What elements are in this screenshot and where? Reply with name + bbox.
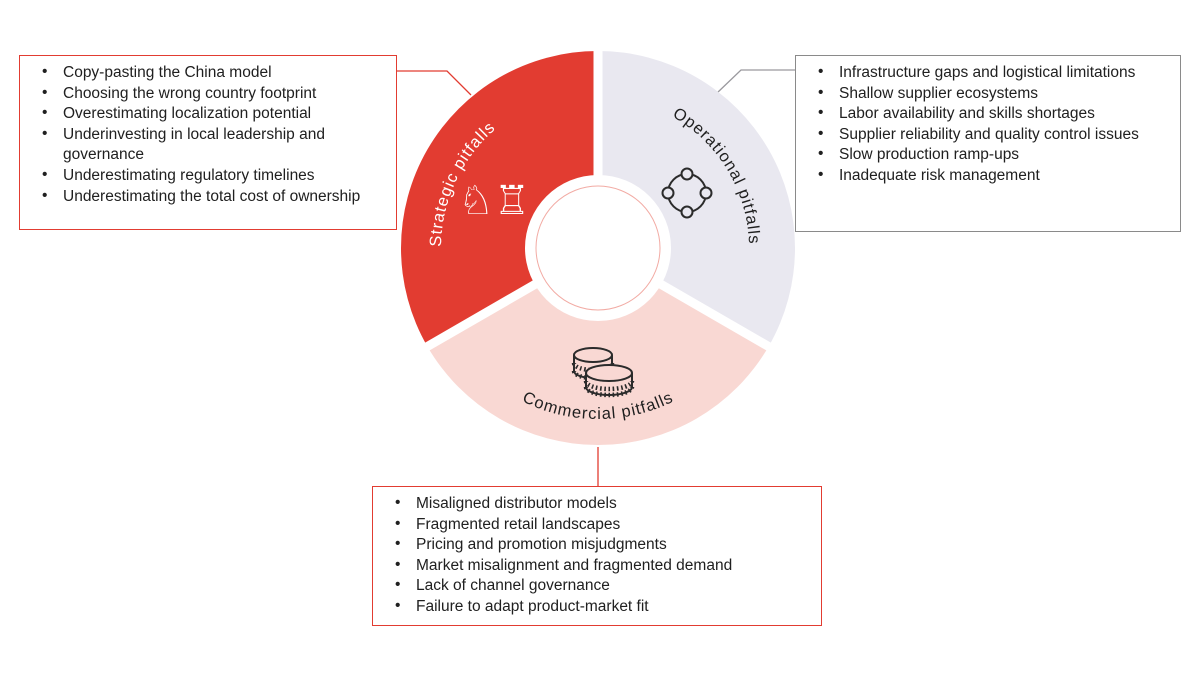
bullet-item: Underinvesting in local leadership and g… (38, 124, 388, 166)
operational-pitfalls-callout: Infrastructure gaps and logistical limit… (795, 55, 1181, 232)
bullet-item: Overestimating localization potential (38, 103, 388, 125)
coin-stack-icon (571, 347, 635, 398)
bullet-item: Market misalignment and fragmented deman… (391, 555, 813, 577)
bullet-item: Underestimating regulatory timelines (38, 165, 388, 187)
donut-segments (400, 48, 796, 446)
commercial-pitfalls-list: Misaligned distributor modelsFragmented … (373, 487, 821, 625)
bullet-item: Pricing and promotion misjudgments (391, 534, 813, 556)
bullet-item: Lack of channel governance (391, 575, 813, 597)
strategic-pitfalls-list: Copy-pasting the China modelChoosing the… (20, 56, 396, 214)
bullet-item: Inadequate risk management (814, 165, 1172, 187)
inner-ring (535, 185, 661, 311)
strategic-pitfalls-callout: Copy-pasting the China modelChoosing the… (19, 55, 397, 230)
commercial-pitfalls-callout: Misaligned distributor modelsFragmented … (372, 486, 822, 626)
process-cycle-icon (661, 167, 713, 219)
bullet-item: Slow production ramp-ups (814, 144, 1172, 166)
bullet-item: Shallow supplier ecosystems (814, 83, 1172, 105)
bullet-item: Choosing the wrong country footprint (38, 83, 388, 105)
bullet-item: Failure to adapt product-market fit (391, 596, 813, 618)
svg-text:♘♖: ♘♖ (458, 179, 530, 223)
donut-hole (525, 175, 671, 321)
bullet-item: Infrastructure gaps and logistical limit… (814, 62, 1172, 84)
bullet-item: Supplier reliability and quality control… (814, 124, 1172, 146)
bullet-item: Copy-pasting the China model (38, 62, 388, 84)
operational-pitfalls-list: Infrastructure gaps and logistical limit… (796, 56, 1180, 194)
bullet-item: Labor availability and skills shortages (814, 103, 1172, 125)
chess-pieces-icon: ♘♖ (458, 179, 530, 223)
bullet-item: Fragmented retail landscapes (391, 514, 813, 536)
bullet-item: Misaligned distributor models (391, 493, 813, 515)
bullet-item: Underestimating the total cost of owners… (38, 186, 388, 208)
